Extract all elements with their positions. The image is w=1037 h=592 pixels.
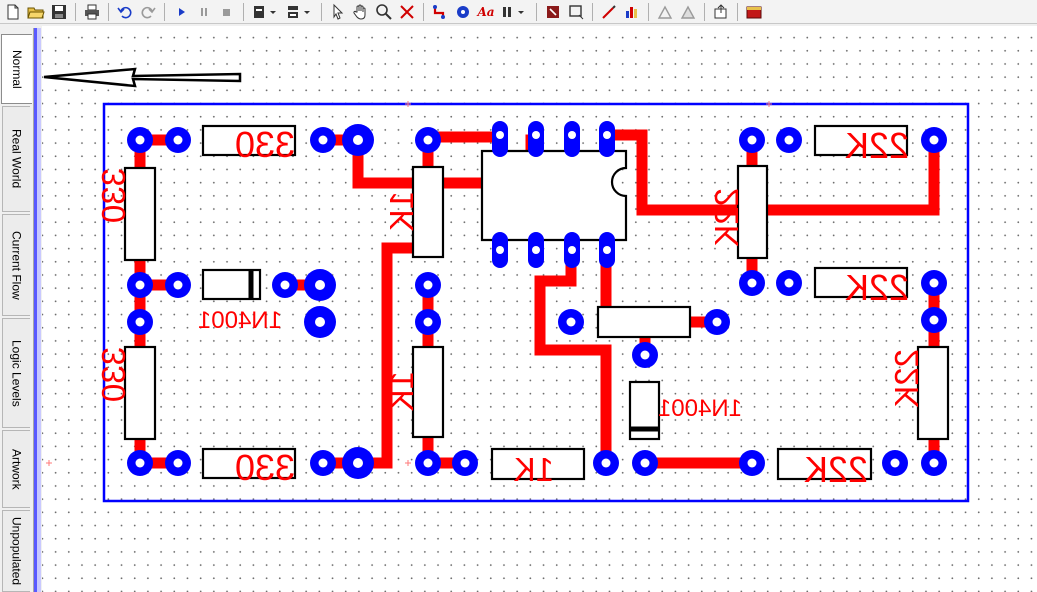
- track: [534, 244, 612, 469]
- resistor-body: [916, 345, 950, 441]
- zoom-icon[interactable]: [373, 1, 395, 23]
- track: [746, 134, 940, 216]
- text-icon-label: Aa: [477, 4, 495, 19]
- rotate-left-icon[interactable]: [654, 1, 676, 23]
- label-1k-top: 1K: [383, 191, 420, 231]
- resistor-body: [123, 345, 157, 441]
- save-icon[interactable]: [48, 1, 70, 23]
- component-bodies: [123, 124, 950, 481]
- resistor-body: [813, 124, 909, 157]
- component-labels: 330 330 1N4001 330 330 1K 1K 1K 1N4001 2…: [95, 124, 925, 490]
- toolbar-separator: [704, 2, 705, 21]
- pad-icon[interactable]: [452, 1, 474, 23]
- component-body: [596, 305, 692, 339]
- play-icon[interactable]: [170, 1, 192, 23]
- chart-icon[interactable]: [621, 1, 643, 23]
- tab-logic-levels-label: Logic Levels: [9, 339, 24, 407]
- layer-dropdown-icon[interactable]: [283, 1, 315, 23]
- resistor-body: [123, 166, 157, 262]
- pcb-canvas[interactable]: 330 330 1N4001 330 330 1K 1K 1K 1N4001 2…: [42, 26, 1037, 592]
- probe-icon[interactable]: [598, 1, 620, 23]
- label-22k-top: 22K: [845, 125, 909, 166]
- label-330-bottom: 330: [235, 447, 295, 488]
- board-outline[interactable]: [102, 102, 970, 503]
- tab-artwork[interactable]: Artwork: [2, 430, 30, 508]
- toolbar-separator: [423, 2, 424, 21]
- resistor-body: [201, 447, 297, 480]
- rotate-right-icon[interactable]: [677, 1, 699, 23]
- open-folder-icon[interactable]: [25, 1, 47, 23]
- tab-normal-label: Normal: [10, 49, 24, 89]
- label-1k-middle: 1K: [383, 371, 420, 411]
- label-22k-right: 22K: [888, 349, 925, 408]
- track-icon[interactable]: [429, 1, 451, 23]
- label-1k-bottom: 1K: [514, 451, 554, 488]
- label-330-left-bottom: 330: [95, 347, 132, 402]
- label-1n4001-center: 1N4001: [658, 395, 742, 422]
- resistor-body: [201, 124, 297, 157]
- tab-current-flow[interactable]: Current Flow: [2, 214, 30, 316]
- label-22k-right-top: 22K: [708, 188, 745, 247]
- tab-artwork-label: Artwork: [9, 448, 24, 490]
- resistor-body: [411, 345, 445, 439]
- pause-icon[interactable]: [193, 1, 215, 23]
- new-file-icon[interactable]: [2, 1, 24, 23]
- stop-icon[interactable]: [216, 1, 238, 23]
- select-arrow-icon[interactable]: [327, 1, 349, 23]
- align-dropdown-icon[interactable]: [498, 1, 530, 23]
- resistor-body: [776, 447, 873, 481]
- track: [600, 129, 758, 216]
- label-22k-mid: 22K: [845, 267, 909, 308]
- flip-icon[interactable]: [542, 1, 564, 23]
- component-dropdown-icon[interactable]: [249, 1, 281, 23]
- tab-normal[interactable]: Normal: [1, 34, 32, 104]
- pan-hand-icon[interactable]: [350, 1, 372, 23]
- main-toolbar: Aa: [0, 0, 1037, 24]
- tab-real-world[interactable]: Real World: [2, 106, 30, 212]
- pointer-arrow: [43, 67, 242, 88]
- redo-icon[interactable]: [137, 1, 159, 23]
- active-tab-indicator-shade: [37, 28, 41, 592]
- toolbar-separator: [592, 2, 593, 21]
- label-1n4001-left: 1N4001: [198, 307, 282, 334]
- undo-icon[interactable]: [114, 1, 136, 23]
- pcb-layout: 330 330 1N4001 330 330 1K 1K 1K 1N4001 2…: [43, 67, 970, 503]
- toolbar-separator: [321, 2, 322, 21]
- view-mode-tabs: Normal Real World Current Flow Logic Lev…: [0, 28, 34, 592]
- label-22k-bottom: 22K: [804, 449, 868, 490]
- toolbar-separator: [75, 2, 76, 21]
- rectangle-select-icon[interactable]: [565, 1, 587, 23]
- delete-icon[interactable]: [396, 1, 418, 23]
- toolbar-separator: [536, 2, 537, 21]
- toolbar-separator: [648, 2, 649, 21]
- active-tab-indicator: [34, 28, 37, 592]
- tab-unpopulated-label: Unpopulated: [9, 516, 24, 586]
- tab-current-flow-label: Current Flow: [9, 230, 24, 300]
- text-icon[interactable]: Aa: [475, 1, 497, 23]
- resistor-body: [813, 266, 909, 299]
- export-icon[interactable]: [710, 1, 732, 23]
- book-icon[interactable]: [743, 1, 765, 23]
- resistor-body: [490, 447, 586, 481]
- toolbar-separator: [243, 2, 244, 21]
- print-icon[interactable]: [81, 1, 103, 23]
- pads: [127, 121, 947, 479]
- toolbar-separator: [737, 2, 738, 21]
- label-330-top: 330: [235, 124, 295, 165]
- tab-unpopulated[interactable]: Unpopulated: [2, 510, 30, 592]
- ic-body: [480, 149, 628, 242]
- toolbar-separator: [164, 2, 165, 21]
- resistor-body: [736, 164, 769, 260]
- toolbar-separator: [108, 2, 109, 21]
- label-330-left-top: 330: [95, 168, 132, 223]
- origin-marks: [46, 101, 772, 466]
- tab-real-world-label: Real World: [9, 129, 24, 189]
- resistor-body: [411, 165, 445, 259]
- tab-logic-levels[interactable]: Logic Levels: [2, 318, 30, 428]
